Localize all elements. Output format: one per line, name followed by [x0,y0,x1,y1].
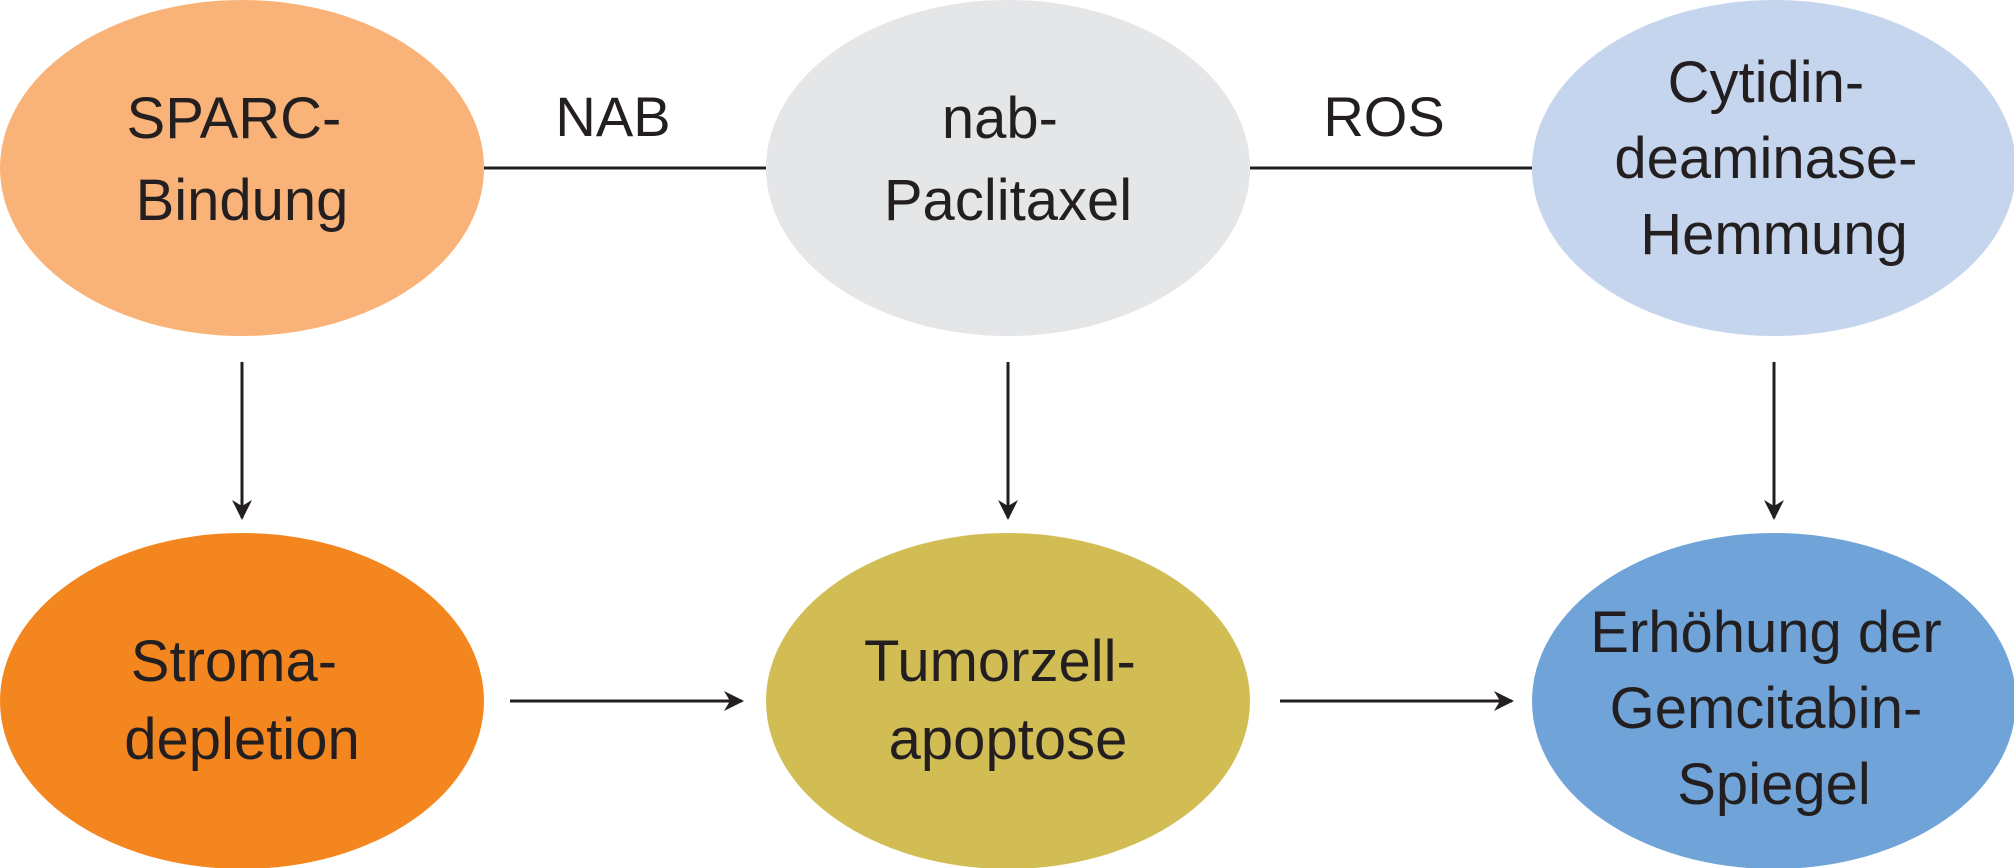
node-cytidin-line-2: deaminase- [1614,126,1917,191]
node-cytidin-hemmung: Cytidin- deaminase- Hemmung [1532,0,2014,336]
node-nab-paclitaxel: nab- Paclitaxel [766,0,1250,336]
node-gemcitabin-label: Erhöhung der Gemcitabin- Spiegel [1590,600,1958,817]
edge-label-ros: ROS [1323,85,1444,148]
node-tumor-line-1: Tumorzell- [864,629,1136,694]
node-gemcitabin-line-1: Erhöhung der [1590,600,1941,665]
node-cytidin-label: Cytidin- deaminase- Hemmung [1614,50,1933,267]
node-nab-label: nab- Paclitaxel [884,86,1132,233]
node-gemcitabin-line-3: Spiegel [1677,752,1870,817]
node-gemcitabin-spiegel: Erhöhung der Gemcitabin- Spiegel [1532,533,2014,868]
node-stroma-label: Stroma- depletion [124,629,359,772]
node-sparc-shape [0,0,484,336]
node-nab-line-1: nab- [942,86,1058,151]
node-cytidin-line-3: Hemmung [1640,202,1908,267]
node-gemcitabin-line-2: Gemcitabin- [1610,676,1923,741]
node-sparc-line-1: SPARC- [127,86,342,151]
node-tumor-line-2: apoptose [889,707,1128,772]
node-tumor-label: Tumorzell- apoptose [864,629,1152,772]
node-gemcitabin-shape [1532,533,2014,868]
node-tumorzell-apoptose: Tumorzell- apoptose [766,533,1250,868]
node-sparc-label: SPARC- Bindung [127,86,358,233]
node-sparc-bindung: SPARC- Bindung [0,0,484,336]
node-sparc-line-2: Bindung [136,168,349,233]
node-stroma-shape [0,533,484,868]
node-stroma-line-1: Stroma- [131,629,337,694]
node-tumor-shape [766,533,1250,868]
node-nab-shape [766,0,1250,336]
node-cytidin-shape [1532,0,2014,336]
edge-label-nab: NAB [555,85,670,148]
node-stroma-depletion: Stroma- depletion [0,533,484,868]
node-stroma-line-2: depletion [124,707,359,772]
node-cytidin-line-1: Cytidin- [1668,50,1865,115]
node-nab-line-2: Paclitaxel [884,168,1132,233]
